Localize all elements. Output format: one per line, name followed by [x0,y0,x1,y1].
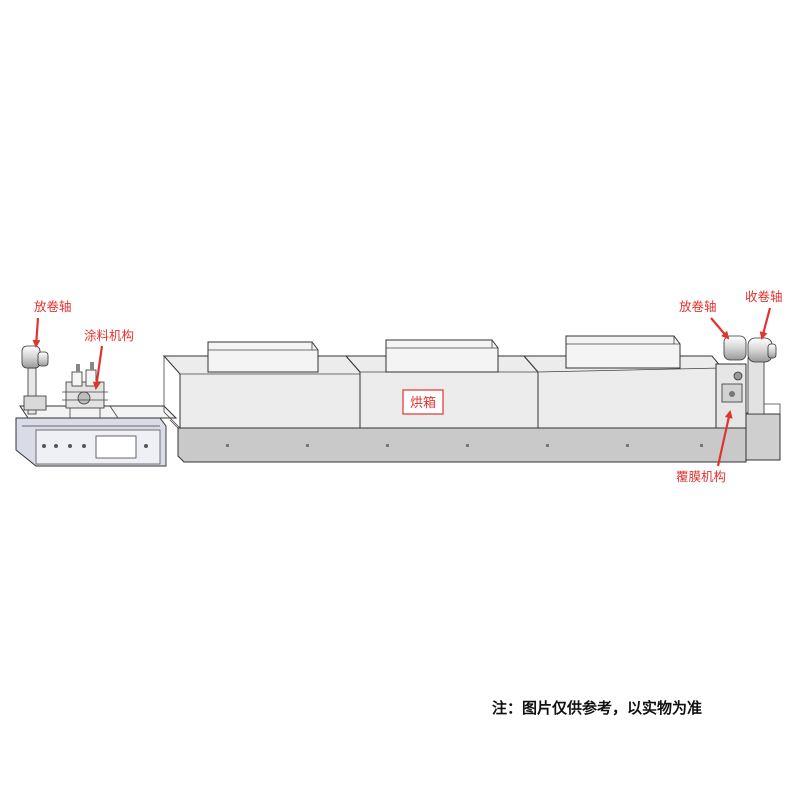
arrow-laminating [716,410,733,467]
panel-knob [42,444,46,448]
oven-base [177,427,747,463]
annotations: 放卷轴 涂料机构 放卷轴 收卷轴 覆膜机构 [32,289,783,484]
arrow-unwind-left [32,317,41,348]
exhaust-box-3 [565,335,681,369]
label-unwind-right: 放卷轴 [679,299,717,314]
rewind-cabinet [745,413,781,461]
arrow-unwind-right [710,317,730,340]
arrow-coating [92,345,104,390]
footer-note: 注：图片仅供参考，以实物为准 [492,699,702,717]
exhaust-box-1 [207,341,319,373]
oven-label: 烘箱 [410,395,436,411]
panel-knob [144,444,148,448]
display-screen [95,435,137,459]
coating-section [15,345,178,467]
label-laminating: 覆膜机构 [676,469,726,484]
rewind-stand [747,357,765,415]
panel-knob [82,444,86,448]
coating-table [19,405,178,419]
label-coating: 涂料机构 [84,328,134,343]
arrow-rewind [759,307,772,340]
panel-knob [68,444,72,448]
unwind-roll-left [21,345,41,369]
panel-knob [54,444,58,448]
unwind-roll-right [723,335,747,361]
exhaust-box-2 [385,339,499,373]
label-rewind: 收卷轴 [745,289,783,304]
oven-label-box [402,389,444,415]
label-unwind-left: 放卷轴 [34,299,72,314]
base-bolts [226,444,703,447]
oven-section: 烘箱 [162,335,747,463]
